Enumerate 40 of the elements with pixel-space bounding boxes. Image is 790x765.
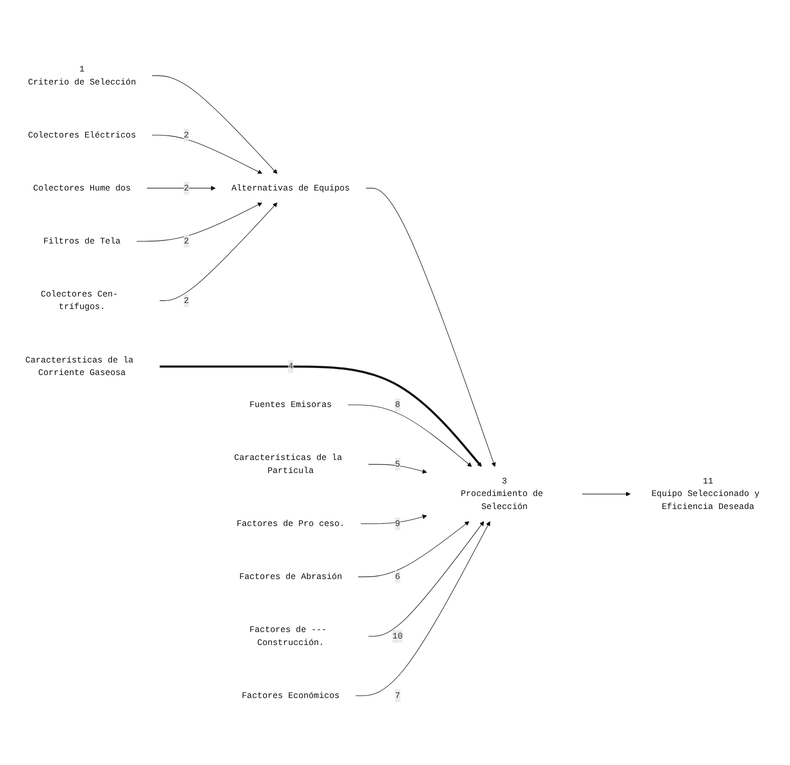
edge-label: 2	[184, 183, 189, 194]
edge-label: 2	[184, 296, 189, 306]
node-text: Características de la Corriente Gaseosa	[25, 355, 134, 378]
arrow	[368, 521, 484, 637]
node-text: 1 Criterio de Selección	[28, 64, 136, 87]
node-text: Fuentes Emisoras	[250, 400, 332, 410]
arrow	[358, 521, 470, 578]
node-text: Factores de Abrasión	[239, 572, 342, 582]
node-text: Factores Económicos	[242, 690, 340, 701]
edge-label: 5	[395, 460, 400, 470]
arrow	[152, 75, 278, 174]
arrow	[368, 464, 428, 474]
arrow	[159, 202, 278, 301]
arrow	[360, 514, 428, 524]
arrow	[146, 186, 216, 191]
arrow	[160, 366, 482, 467]
edge-label: 4	[288, 362, 294, 372]
arrow	[366, 188, 496, 467]
node-text: Colectores Eléctricos	[28, 130, 136, 140]
node-text: 11 Equipo Seleccionado y Eficiencia Deseada	[651, 476, 760, 512]
edge-label: 9	[395, 518, 400, 529]
node-text: Características de la Partícula	[234, 453, 342, 476]
node-text: 3 Procedimiento de Selección	[460, 476, 544, 512]
arrow	[348, 404, 472, 467]
arrow	[355, 521, 490, 696]
node-text: Factores de --- Construcción.	[250, 625, 327, 648]
edge-label: 10	[392, 631, 403, 642]
edge-label: 6	[395, 572, 400, 582]
node-text: Filtros de Tela	[43, 236, 121, 246]
arrow	[582, 492, 631, 496]
node-text: Factores de Pro ceso.	[236, 518, 345, 529]
arrow	[152, 134, 262, 174]
node-text: Colectores Cen- trífugos.	[40, 289, 118, 312]
arrow	[136, 202, 262, 242]
node-text: Colectores Hume dos	[33, 183, 131, 194]
edge-label: 2	[184, 236, 189, 246]
edge-label: 7	[395, 690, 400, 701]
edge-label: 8	[395, 400, 400, 410]
edge-label: 2	[184, 130, 189, 140]
node-text: Alternativas de Equipos	[232, 183, 350, 194]
